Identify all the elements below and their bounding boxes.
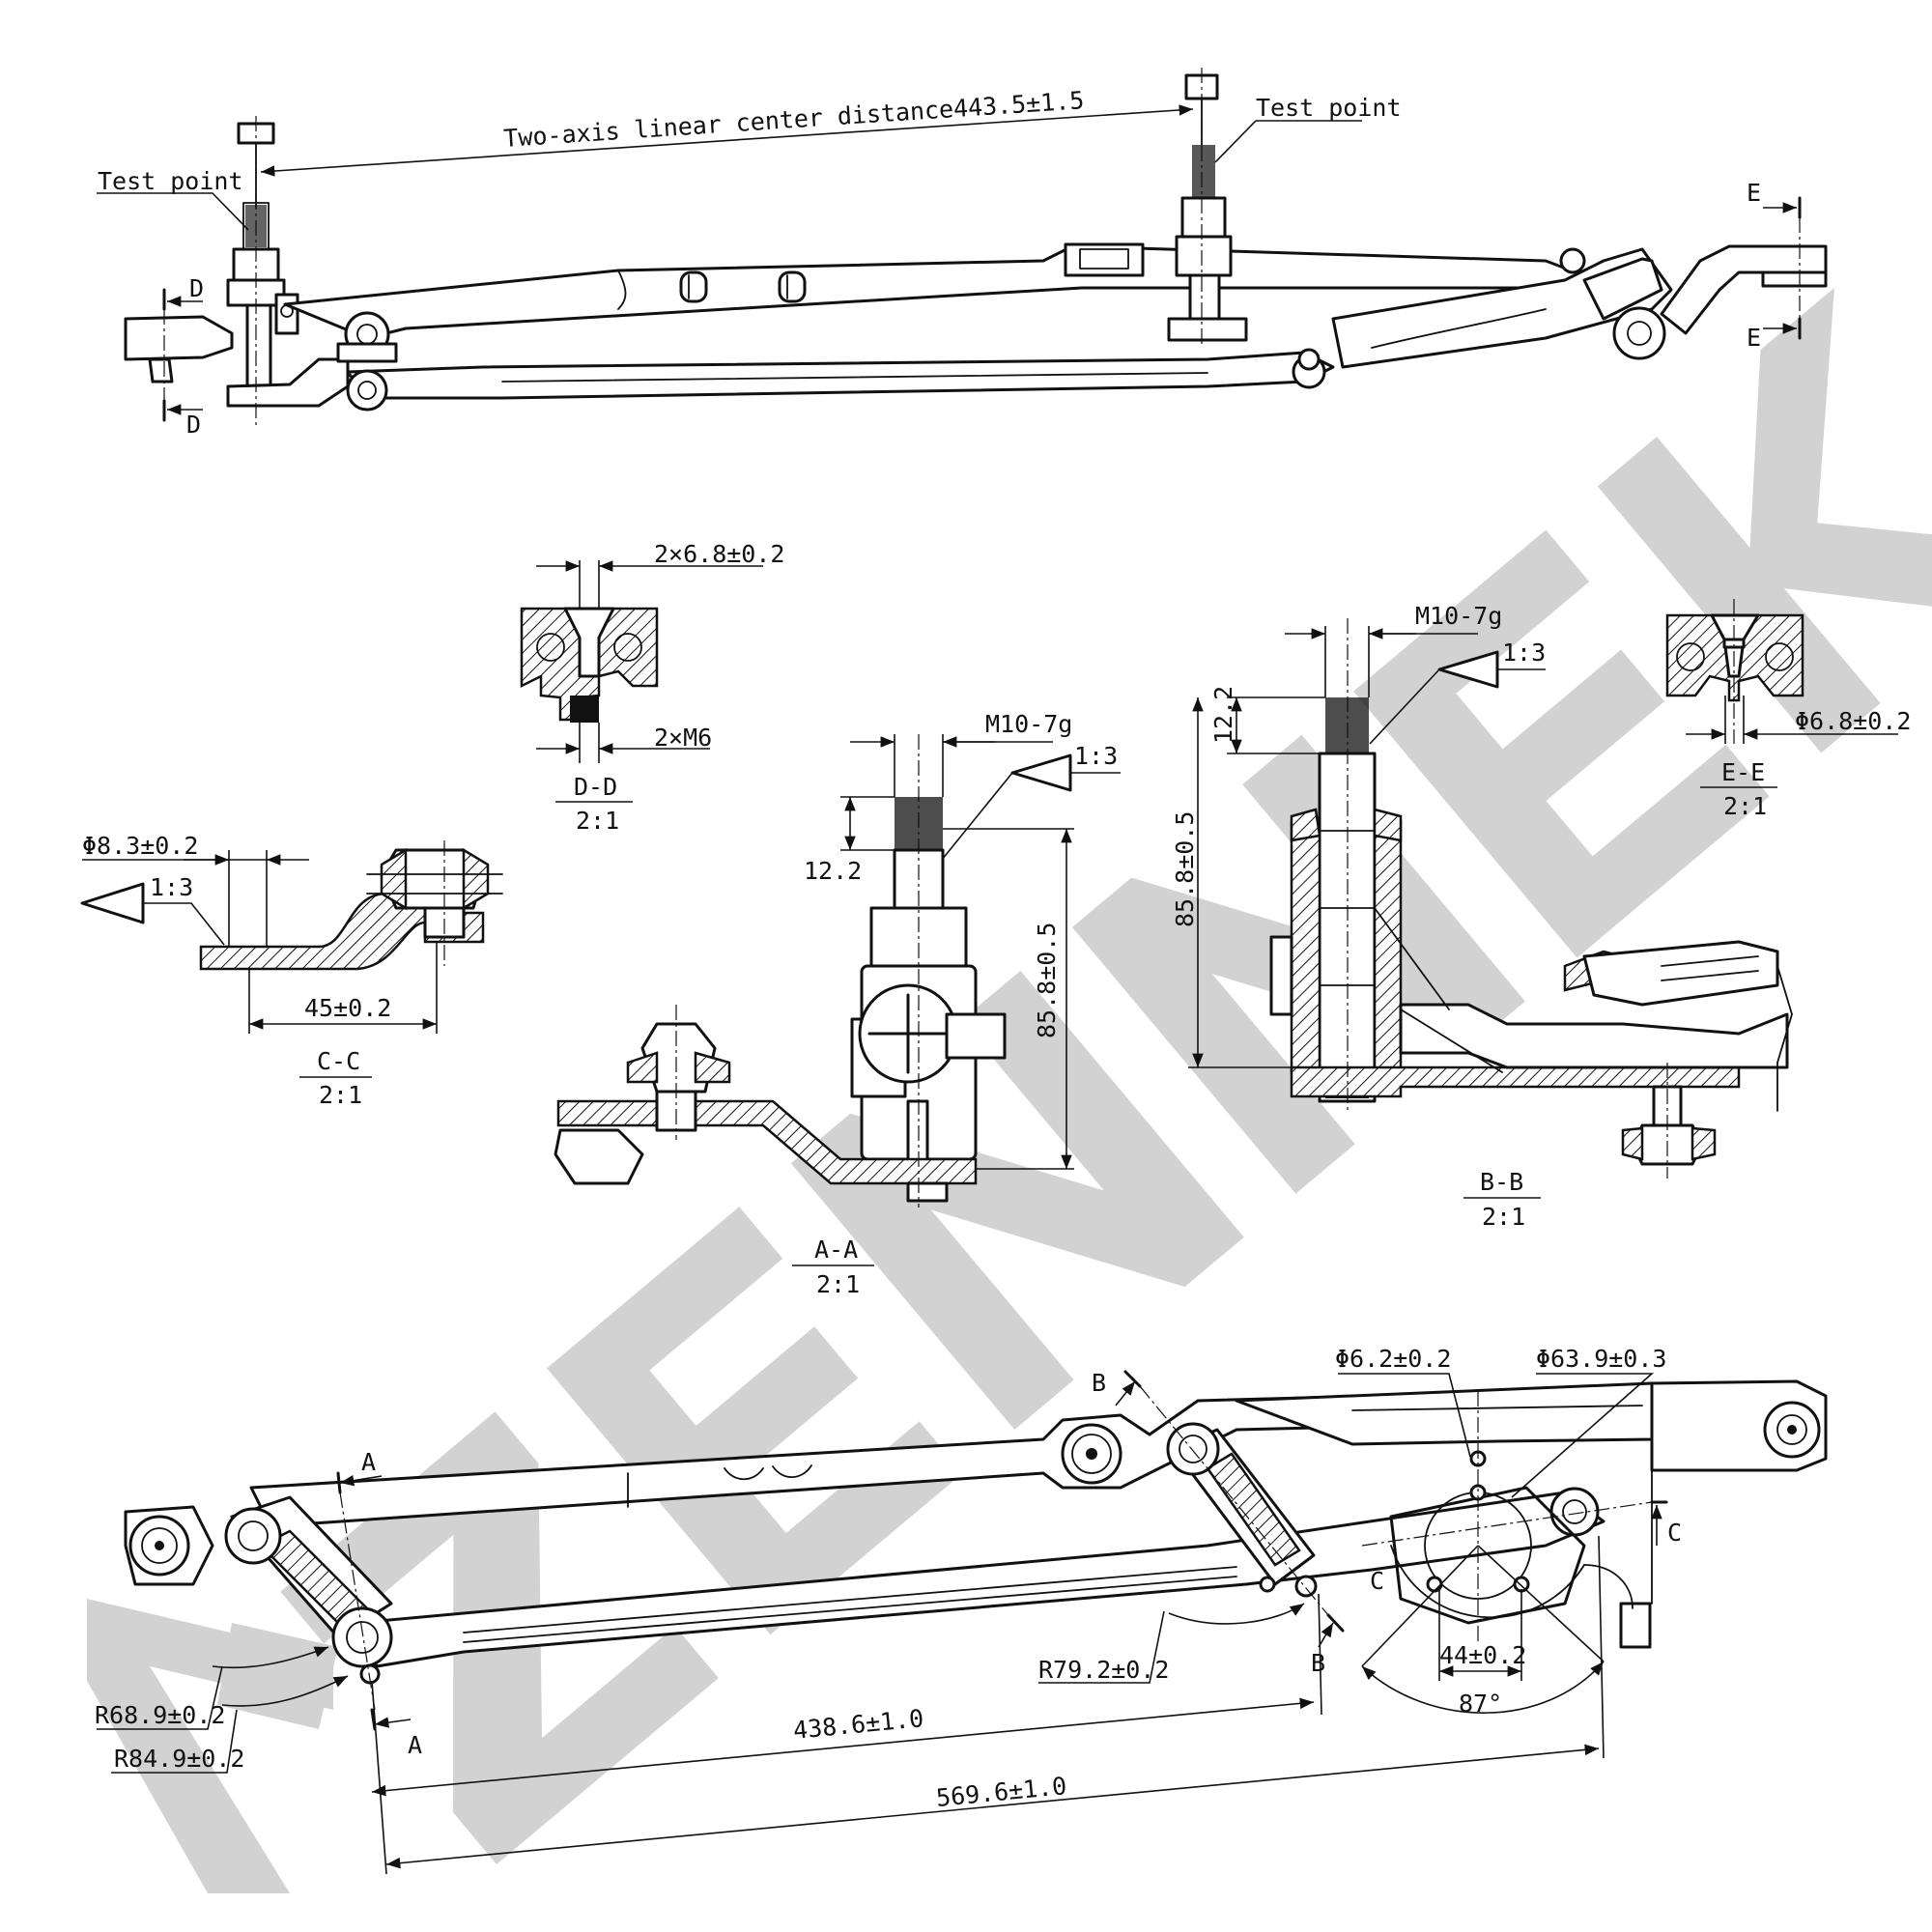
- cc-title: C-C: [317, 1047, 360, 1075]
- section-cc: Φ8.3±0.2 1:3 45±0.2 C-C 2:1: [80, 832, 503, 1109]
- main-bolt-spacing: 44±0.2: [1439, 1641, 1526, 1669]
- main-label-c-left: C: [1370, 1567, 1384, 1595]
- aa-title: A-A: [814, 1236, 858, 1264]
- bb-taper: 1:3: [1502, 639, 1546, 667]
- bb-scale: 2:1: [1482, 1203, 1525, 1231]
- left-test-point-label: Test point: [98, 167, 243, 195]
- center-distance-label: Two-axis linear center distance443.5±1.5: [502, 86, 1085, 153]
- aa-height: 85.8±0.5: [1033, 923, 1061, 1038]
- main-span-438: 438.6±1.0: [792, 1704, 925, 1745]
- aa-thread: M10-7g: [985, 710, 1072, 738]
- top-assembly-view: Test point Test point Two-axis linear ce…: [97, 68, 1828, 439]
- cc-scale: 2:1: [319, 1081, 362, 1109]
- section-bb: M10-7g 1:3 12.2 85.8±0.5 B-B 2:1: [1171, 602, 1793, 1231]
- cc-taper: 1:3: [150, 873, 193, 901]
- main-label-b-bottom: B: [1311, 1649, 1325, 1677]
- ee-diameter: Φ6.8±0.2: [1795, 707, 1911, 735]
- dd-title: D-D: [574, 773, 617, 801]
- bb-thread: M10-7g: [1415, 602, 1502, 630]
- main-radius-r79: R79.2±0.2: [1038, 1656, 1169, 1684]
- aa-scale: 2:1: [816, 1270, 860, 1298]
- right-test-point-label: Test point: [1256, 94, 1402, 122]
- main-pitch-dia: Φ63.9±0.3: [1536, 1345, 1666, 1373]
- main-label-c-right: C: [1667, 1519, 1682, 1547]
- section-aa: M10-7g 1:3 12.2 85.8±0.5 A-A 2:1: [554, 710, 1121, 1298]
- main-plan-view: Φ6.2±0.2 Φ63.9±0.3 R68.9±0.2 R84.9±0.2 R…: [95, 1345, 1828, 1875]
- section-dd: 2×6.8±0.2 2×M6 D-D 2:1: [520, 540, 784, 835]
- bb-height: 85.8±0.5: [1171, 811, 1199, 927]
- section-d-label-top: D: [189, 274, 204, 302]
- aa-thread-len: 12.2: [804, 857, 862, 885]
- main-label-b-top: B: [1092, 1369, 1106, 1397]
- main-hole-dia: Φ6.2±0.2: [1335, 1345, 1451, 1373]
- section-ee: Φ6.8±0.2 E-E 2:1: [1665, 599, 1911, 820]
- aa-taper: 1:3: [1074, 742, 1118, 770]
- main-angle: 87°: [1459, 1690, 1502, 1718]
- section-e-label-top: E: [1747, 179, 1761, 207]
- cc-length: 45±0.2: [304, 994, 391, 1022]
- main-radius-r68: R68.9±0.2: [95, 1701, 225, 1729]
- main-radius-r84: R84.9±0.2: [114, 1745, 244, 1773]
- main-label-a-top: A: [361, 1448, 376, 1476]
- ee-scale: 2:1: [1723, 792, 1767, 820]
- section-d-label-bottom: D: [186, 411, 201, 439]
- section-e-label-bottom: E: [1747, 324, 1761, 352]
- ee-title: E-E: [1721, 758, 1765, 786]
- dd-dim-top: 2×6.8±0.2: [654, 540, 784, 568]
- bb-title: B-B: [1480, 1168, 1523, 1196]
- main-label-a-bottom: A: [408, 1731, 422, 1759]
- dd-dim-bottom: 2×M6: [654, 724, 712, 752]
- bb-thread-len: 12.2: [1209, 686, 1237, 744]
- cc-diameter: Φ8.3±0.2: [82, 832, 198, 860]
- dd-scale: 2:1: [576, 807, 619, 835]
